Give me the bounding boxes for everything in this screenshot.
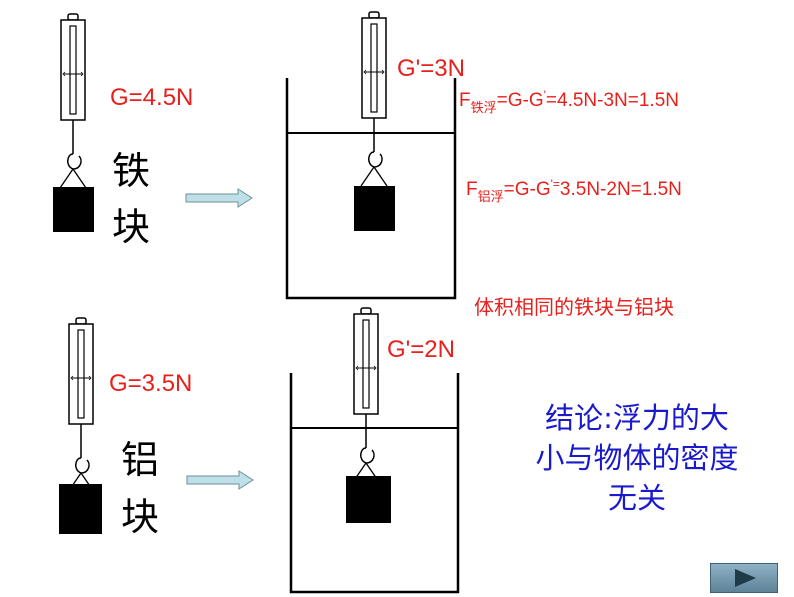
buoyancy-equation-aluminium: F铝浮=G-G'=3.5N-2N=1.5N xyxy=(466,177,682,204)
spring-scale-aluminium-water xyxy=(352,307,380,483)
conclusion-line-2: 小与物体的密度 xyxy=(535,441,739,475)
weight-label-aluminium: G=3.5N xyxy=(109,370,193,397)
metal-label-aluminium-1: 铝 xyxy=(121,438,160,482)
metal-label-iron-1: 铁 xyxy=(112,149,151,193)
spring-scale-iron-water xyxy=(360,11,388,187)
beaker-top xyxy=(285,78,457,300)
next-slide-button[interactable] xyxy=(710,563,778,593)
metal-label-aluminium-2: 块 xyxy=(121,495,160,539)
iron-block xyxy=(53,187,94,232)
spring-scale-aluminium-air xyxy=(67,317,95,493)
play-triangle-icon xyxy=(735,569,756,587)
conclusion-line-1: 结论:浮力的大 xyxy=(545,401,729,435)
beaker-bottom xyxy=(289,373,460,594)
arrow-bottom xyxy=(186,470,254,490)
conclusion-line-3: 无关 xyxy=(607,481,666,515)
apparent-weight-iron: G'=3N xyxy=(397,55,465,82)
arrow-top xyxy=(185,188,253,208)
aluminium-block-submerged xyxy=(346,476,391,523)
equal-volume-note: 体积相同的铁块与铝块 xyxy=(474,295,674,319)
spring-scale-iron-air xyxy=(59,13,87,189)
buoyancy-equation-iron: F铁浮=G-G'=4.5N-3N=1.5N xyxy=(459,88,679,115)
weight-label-iron: G=4.5N xyxy=(110,84,194,111)
apparent-weight-aluminium: G'=2N xyxy=(387,336,455,363)
metal-label-iron-2: 块 xyxy=(112,205,151,249)
conclusion-text: 结论:浮力的大 小与物体的密度 无关 xyxy=(512,398,762,518)
aluminium-block xyxy=(59,484,102,534)
iron-block-submerged xyxy=(354,186,395,231)
